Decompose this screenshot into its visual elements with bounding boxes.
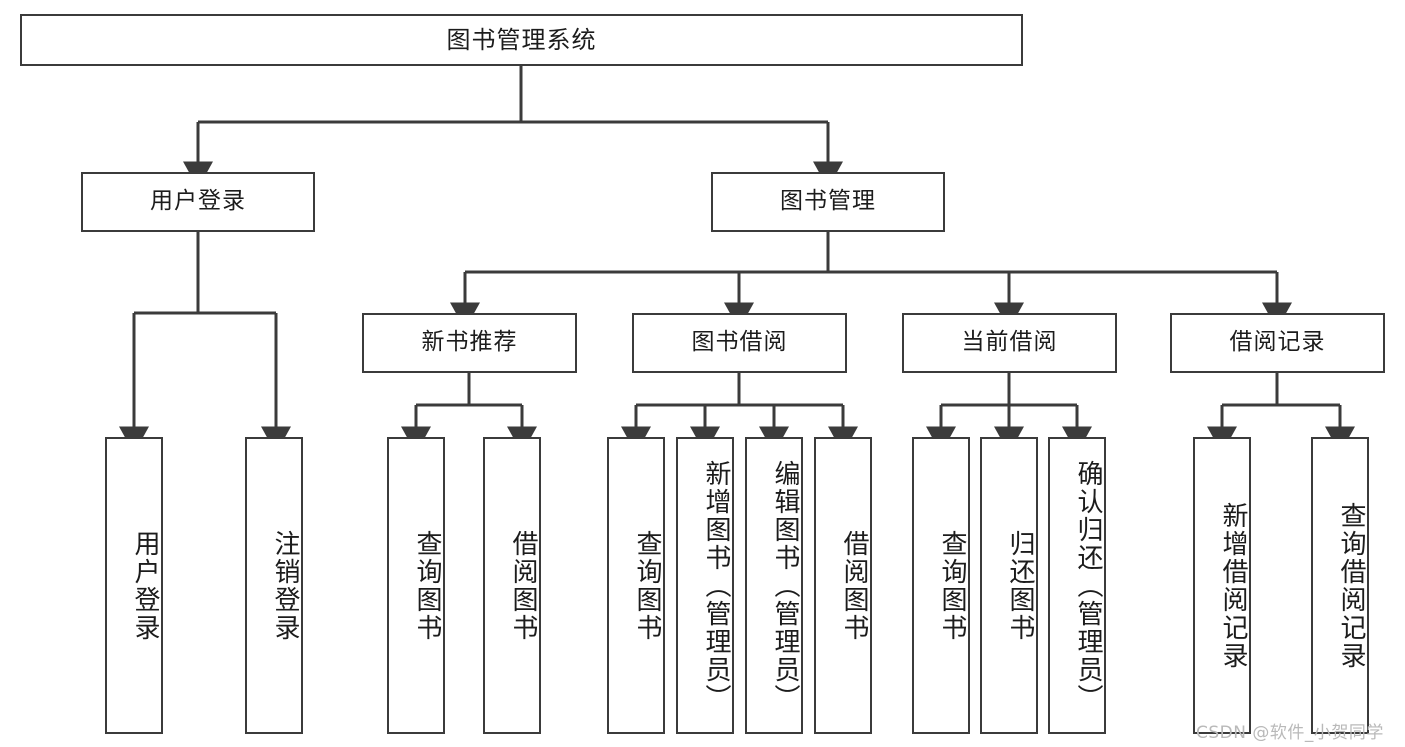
node-book-manage-label: 图书管理 bbox=[780, 188, 876, 215]
node-leaf-query-record[interactable]: 查询借阅记录 bbox=[1311, 437, 1369, 734]
node-leaf-return-book-label: 归还图书 bbox=[1005, 529, 1035, 642]
node-root-label: 图书管理系统 bbox=[446, 25, 597, 54]
node-leaf-add-record-label: 新增借阅记录 bbox=[1218, 501, 1248, 670]
node-leaf-add-book-label: 新增图书（管理员） bbox=[701, 459, 731, 712]
node-borrow-record[interactable]: 借阅记录 bbox=[1170, 313, 1385, 373]
node-leaf-borrow-book-rec-label: 借阅图书 bbox=[508, 529, 538, 642]
node-new-book-rec[interactable]: 新书推荐 bbox=[362, 313, 577, 373]
node-leaf-borrow-book[interactable]: 借阅图书 bbox=[814, 437, 872, 734]
node-borrow-record-label: 借阅记录 bbox=[1229, 329, 1326, 356]
node-leaf-confirm-return-label: 确认归还（管理员） bbox=[1073, 459, 1103, 712]
node-user-login[interactable]: 用户登录 bbox=[81, 172, 315, 232]
node-leaf-edit-book[interactable]: 编辑图书（管理员） bbox=[745, 437, 803, 734]
watermark: CSDN @软件_小贺同学 bbox=[1196, 723, 1384, 743]
node-leaf-return-book[interactable]: 归还图书 bbox=[980, 437, 1038, 734]
node-leaf-query-book-rec[interactable]: 查询图书 bbox=[387, 437, 445, 734]
node-new-book-rec-label: 新书推荐 bbox=[421, 329, 518, 356]
node-leaf-add-book[interactable]: 新增图书（管理员） bbox=[676, 437, 734, 734]
node-leaf-query-book-current-label: 查询图书 bbox=[937, 529, 967, 642]
node-book-manage[interactable]: 图书管理 bbox=[711, 172, 945, 232]
node-book-borrow[interactable]: 图书借阅 bbox=[632, 313, 847, 373]
node-leaf-query-book-rec-label: 查询图书 bbox=[412, 529, 442, 642]
node-current-borrow[interactable]: 当前借阅 bbox=[902, 313, 1117, 373]
node-leaf-user-login-label: 用户登录 bbox=[130, 529, 160, 642]
node-leaf-user-logout-label: 注销登录 bbox=[270, 529, 300, 642]
node-leaf-user-logout[interactable]: 注销登录 bbox=[245, 437, 303, 734]
node-leaf-query-book-borrow[interactable]: 查询图书 bbox=[607, 437, 665, 734]
node-leaf-borrow-book-label: 借阅图书 bbox=[839, 529, 869, 642]
node-book-borrow-label: 图书借阅 bbox=[691, 329, 788, 356]
node-leaf-query-record-label: 查询借阅记录 bbox=[1336, 501, 1366, 670]
node-root[interactable]: 图书管理系统 bbox=[20, 14, 1023, 66]
node-leaf-query-book-borrow-label: 查询图书 bbox=[632, 529, 662, 642]
node-leaf-edit-book-label: 编辑图书（管理员） bbox=[770, 459, 800, 712]
node-user-login-label: 用户登录 bbox=[150, 188, 246, 215]
node-leaf-confirm-return[interactable]: 确认归还（管理员） bbox=[1048, 437, 1106, 734]
node-leaf-user-login[interactable]: 用户登录 bbox=[105, 437, 163, 734]
node-leaf-add-record[interactable]: 新增借阅记录 bbox=[1193, 437, 1251, 734]
node-leaf-borrow-book-rec[interactable]: 借阅图书 bbox=[483, 437, 541, 734]
node-leaf-query-book-current[interactable]: 查询图书 bbox=[912, 437, 970, 734]
node-current-borrow-label: 当前借阅 bbox=[961, 329, 1058, 356]
